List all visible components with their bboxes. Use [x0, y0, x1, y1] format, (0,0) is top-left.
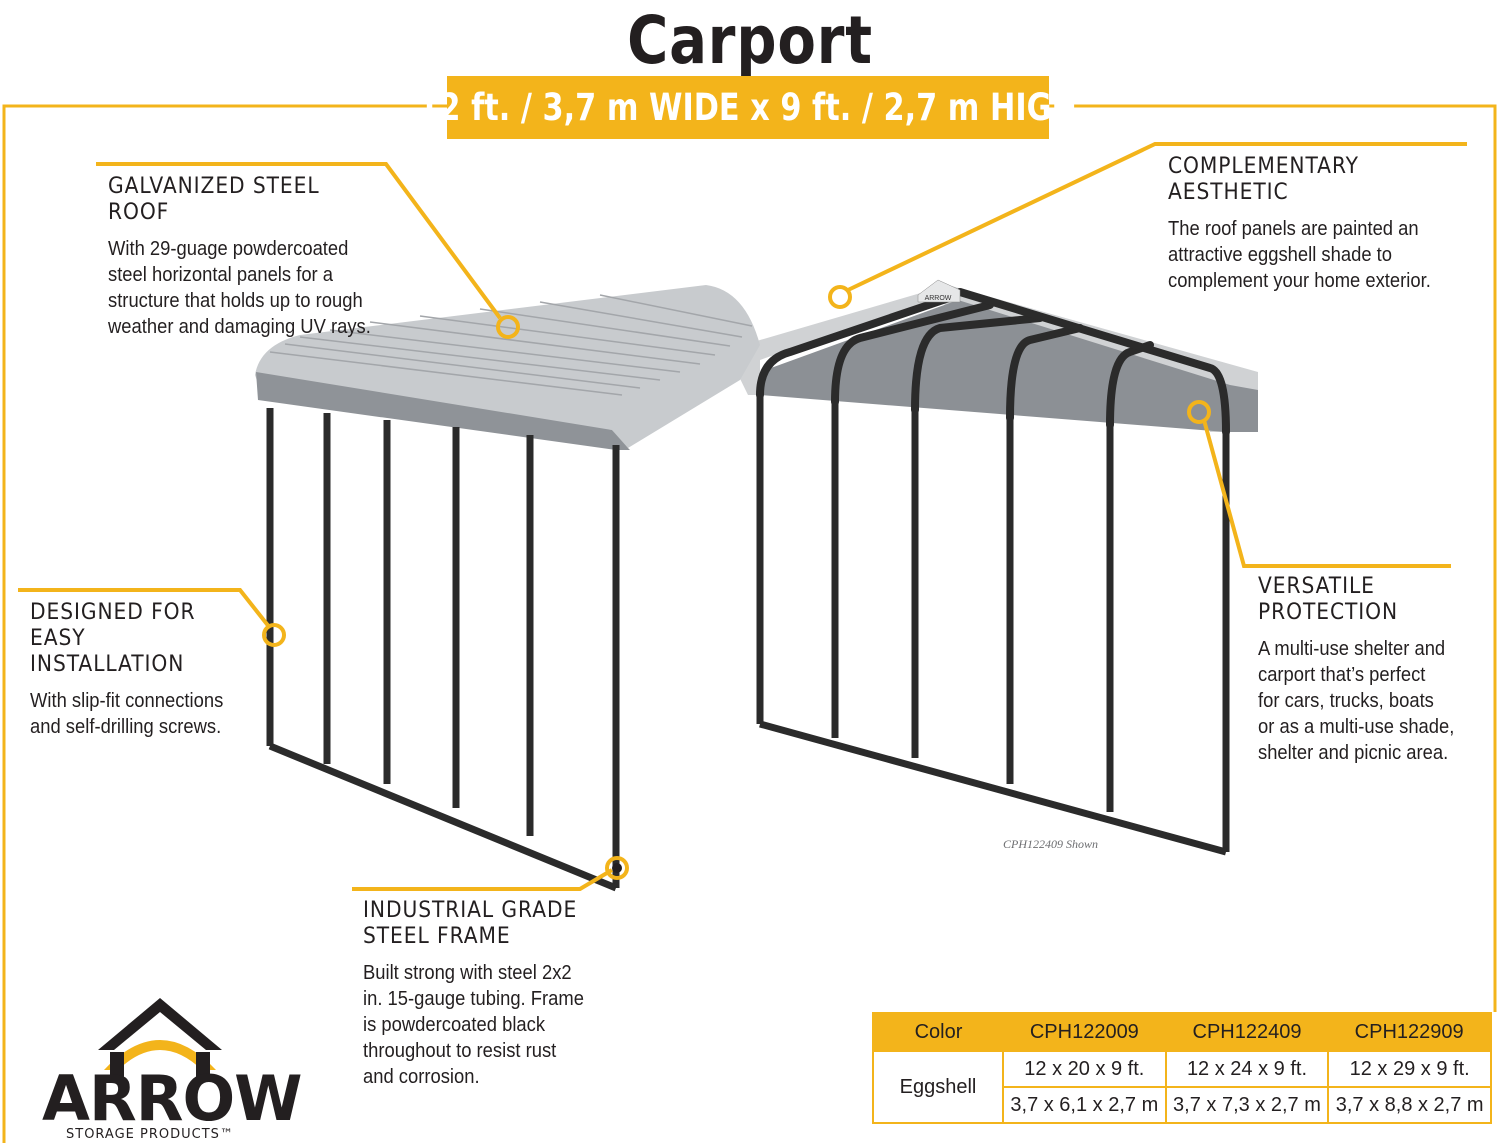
- feature-body: The roof panels are painted an attractiv…: [1168, 216, 1462, 294]
- roof-badge: ARROW: [925, 295, 952, 302]
- arrow-logo-mark: [98, 998, 222, 1078]
- feature-title: DESIGNED FOR EASY INSTALLATION: [30, 600, 251, 678]
- feature-title: GALVANIZED STEEL ROOF: [108, 174, 320, 225]
- column-header: CPH122909: [1328, 1013, 1491, 1051]
- feature-installation: DESIGNED FOR EASY INSTALLATION With slip…: [30, 600, 270, 740]
- feature-body-line: attractive eggshell shade to: [1168, 244, 1393, 266]
- feature-body-line: and self-drilling screws.: [30, 716, 222, 738]
- feature-body-line: shelter and picnic area.: [1258, 742, 1449, 764]
- carport-illustration: ARROW: [255, 279, 1258, 892]
- feature-title-line: INSTALLATION: [30, 652, 185, 677]
- border-frame: [2, 104, 1497, 1143]
- feature-body-line: With slip-fit connections: [30, 690, 224, 712]
- feature-body-line: structure that holds up to rough: [108, 290, 363, 312]
- feature-body-line: weather and damaging UV rays.: [108, 316, 371, 338]
- feature-frame: INDUSTRIAL GRADE STEEL FRAME Built stron…: [363, 898, 623, 1090]
- feature-body: With 29-guage powdercoated steel horizon…: [108, 236, 384, 340]
- feature-title-line: PROTECTION: [1258, 600, 1399, 625]
- feature-body-line: is powdercoated black: [363, 1014, 546, 1036]
- feature-title: COMPLEMENTARY AESTHETIC: [1168, 154, 1359, 205]
- feature-protection: VERSATILE PROTECTION A multi-use shelter…: [1258, 574, 1493, 766]
- feature-aesthetic: COMPLEMENTARY AESTHETIC The roof panels …: [1168, 154, 1488, 294]
- callout-markers: [262, 285, 1211, 880]
- feature-title: INDUSTRIAL GRADE STEEL FRAME: [363, 898, 602, 950]
- feature-title-line: DESIGNED FOR EASY: [30, 600, 196, 651]
- table-cell: 12 x 29 x 9 ft.: [1327, 1050, 1492, 1088]
- feature-body-line: With 29-guage powdercoated: [108, 238, 349, 260]
- feature-body-line: The roof panels are painted an: [1168, 218, 1419, 240]
- column-header: Color: [873, 1013, 1003, 1051]
- color-cell: Eggshell: [873, 1050, 1004, 1124]
- feature-title-line: INDUSTRIAL GRADE: [363, 898, 578, 923]
- feature-body-line: in. 15-gauge tubing. Frame: [363, 988, 584, 1010]
- feature-body: A multi-use shelter and carport that’s p…: [1258, 636, 1474, 766]
- brand-logo-name: ARROW: [42, 1062, 303, 1135]
- feature-title-line: STEEL FRAME: [363, 924, 511, 949]
- brand-logo-tagline: STORAGE PRODUCTS™: [66, 1127, 234, 1142]
- table-cell: 3,7 x 8,8 x 2,7 m: [1327, 1086, 1492, 1124]
- spec-table: Color CPH122009 CPH122409 CPH122909 Eggs…: [872, 1012, 1492, 1124]
- feature-body: With slip-fit connections and self-drill…: [30, 688, 251, 740]
- feature-body-line: A multi-use shelter and: [1258, 638, 1446, 660]
- table-row: Eggshell 12 x 20 x 9 ft. 12 x 24 x 9 ft.…: [873, 1050, 1492, 1124]
- table-cell: 3,7 x 7,3 x 2,7 m: [1164, 1086, 1330, 1124]
- dimension-text: 12 ft. / 3,7 m WIDE x 9 ft. / 2,7 m HIGH: [418, 86, 1078, 129]
- feature-body-line: Built strong with steel 2x2: [363, 962, 572, 984]
- table-row: 3,7 x 6,1 x 2,7 m 3,7 x 7,3 x 2,7 m 3,7 …: [873, 1086, 1492, 1124]
- feature-title-line: VERSATILE: [1258, 574, 1375, 599]
- feature-body-line: carport that’s perfect: [1258, 664, 1426, 686]
- spec-table-header: Color CPH122009 CPH122409 CPH122909: [873, 1013, 1491, 1051]
- leader-lines: [18, 142, 1467, 891]
- column-header: CPH122409: [1165, 1013, 1329, 1051]
- feature-body-line: throughout to resist rust: [363, 1040, 557, 1062]
- feature-body-line: or as a multi-use shade,: [1258, 716, 1455, 738]
- table-cell: 12 x 24 x 9 ft.: [1164, 1050, 1330, 1088]
- page-title: Carport: [627, 2, 873, 79]
- model-shown-caption: CPH122409 Shown: [1003, 837, 1099, 851]
- column-header: CPH122009: [1003, 1013, 1166, 1051]
- feature-title: VERSATILE PROTECTION: [1258, 574, 1474, 626]
- feature-body-line: and corrosion.: [363, 1066, 480, 1088]
- feature-body: Built strong with steel 2x2 in. 15-gauge…: [363, 960, 602, 1090]
- feature-body-line: steel horizontal panels for a: [108, 264, 334, 286]
- dimension-banner: 12 ft. / 3,7 m WIDE x 9 ft. / 2,7 m HIGH: [419, 76, 1077, 139]
- table-cell: 12 x 20 x 9 ft.: [1002, 1050, 1167, 1088]
- table-cell: 3,7 x 6,1 x 2,7 m: [1002, 1086, 1167, 1124]
- feature-body-line: for cars, trucks, boats: [1258, 690, 1434, 712]
- feature-body-line: complement your home exterior.: [1168, 270, 1431, 292]
- feature-galvanized-roof: GALVANIZED STEEL ROOF With 29-guage powd…: [108, 174, 408, 340]
